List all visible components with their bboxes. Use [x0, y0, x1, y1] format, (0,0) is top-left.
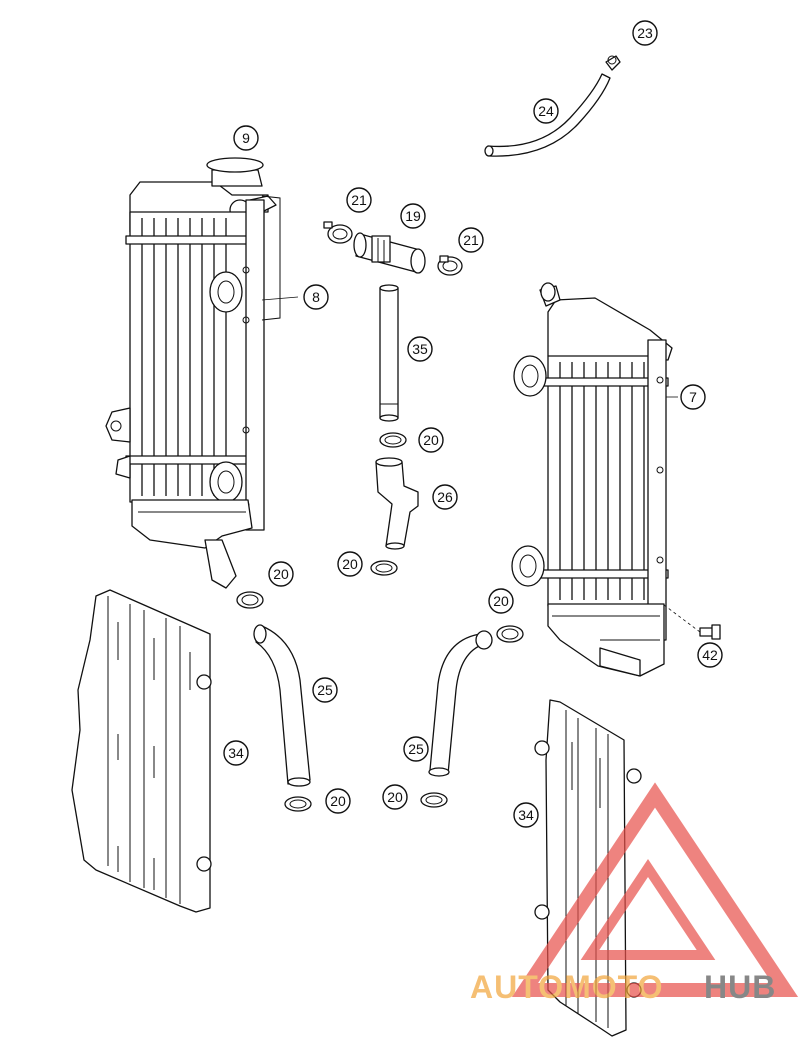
callout: 25	[312, 677, 338, 703]
callout: 20	[325, 788, 351, 814]
callout: 20	[488, 588, 514, 614]
callout-label: 25	[317, 682, 333, 698]
callout: 35	[407, 336, 433, 362]
callout-label: 21	[351, 192, 367, 208]
overflow-hose	[484, 73, 611, 157]
leader-lines	[261, 296, 678, 398]
callout: 7	[680, 384, 706, 410]
callout: 20	[337, 551, 363, 577]
watermark-triangle-outer	[511, 782, 799, 997]
callout-label: 20	[273, 566, 289, 582]
callout-label: 8	[312, 289, 320, 305]
callout: 8	[303, 284, 329, 310]
callout: 25	[403, 736, 429, 762]
callout: 21	[458, 227, 484, 253]
callout: 24	[533, 98, 559, 124]
callout: 23	[632, 20, 658, 46]
callout: 20	[268, 561, 294, 587]
hose-clip-23	[605, 55, 621, 71]
callout-label: 20	[330, 793, 346, 809]
callout-label: 20	[342, 556, 358, 572]
callout: 20	[418, 427, 444, 453]
callout-label: 20	[387, 789, 403, 805]
callout-label: 34	[228, 745, 244, 761]
louver-left	[71, 589, 212, 913]
callout-label: 20	[423, 432, 439, 448]
callout-label: 35	[412, 341, 428, 357]
callout: 42	[697, 642, 723, 668]
clamp-20-b	[370, 560, 398, 576]
callout-label: 7	[689, 389, 697, 405]
hose-25-left	[253, 624, 311, 787]
callout: 20	[382, 784, 408, 810]
callout: 34	[223, 740, 249, 766]
elbow-hose-26	[375, 457, 419, 550]
watermark-triangle-inner	[580, 858, 716, 960]
hose-25-right	[428, 630, 493, 777]
left-radiator	[105, 157, 281, 589]
callout: 19	[400, 203, 426, 229]
callout-label: 24	[538, 103, 554, 119]
callout-label: 21	[463, 232, 479, 248]
callout-label: 34	[518, 807, 534, 823]
callout-label: 23	[637, 25, 653, 41]
clamp-20-f	[420, 792, 448, 808]
callout: 26	[432, 484, 458, 510]
callout-label: 20	[493, 593, 509, 609]
callout: 21	[346, 187, 372, 213]
clamp-20-a	[379, 432, 407, 448]
callout-label: 25	[408, 741, 424, 757]
pipe-35	[379, 284, 399, 422]
clamp-20-e	[496, 625, 524, 643]
callout-label: 42	[702, 647, 718, 663]
right-radiator	[511, 282, 673, 677]
callout: 34	[513, 802, 539, 828]
watermark: AUTOMOTO HUB	[470, 782, 799, 1005]
watermark-text-primary: AUTOMOTO	[470, 969, 663, 1005]
callout-label: 26	[437, 489, 453, 505]
clamp-21-left	[323, 221, 353, 244]
callout: 9	[233, 125, 259, 151]
callout-label: 19	[405, 208, 421, 224]
clamp-20-d	[284, 796, 312, 812]
clamp-20-c	[236, 591, 264, 609]
clamp-21-right	[437, 255, 463, 276]
watermark-text-secondary: HUB	[704, 969, 776, 1005]
bolt-42	[663, 604, 721, 640]
callout-label: 9	[242, 130, 250, 146]
t-connector	[353, 232, 426, 274]
